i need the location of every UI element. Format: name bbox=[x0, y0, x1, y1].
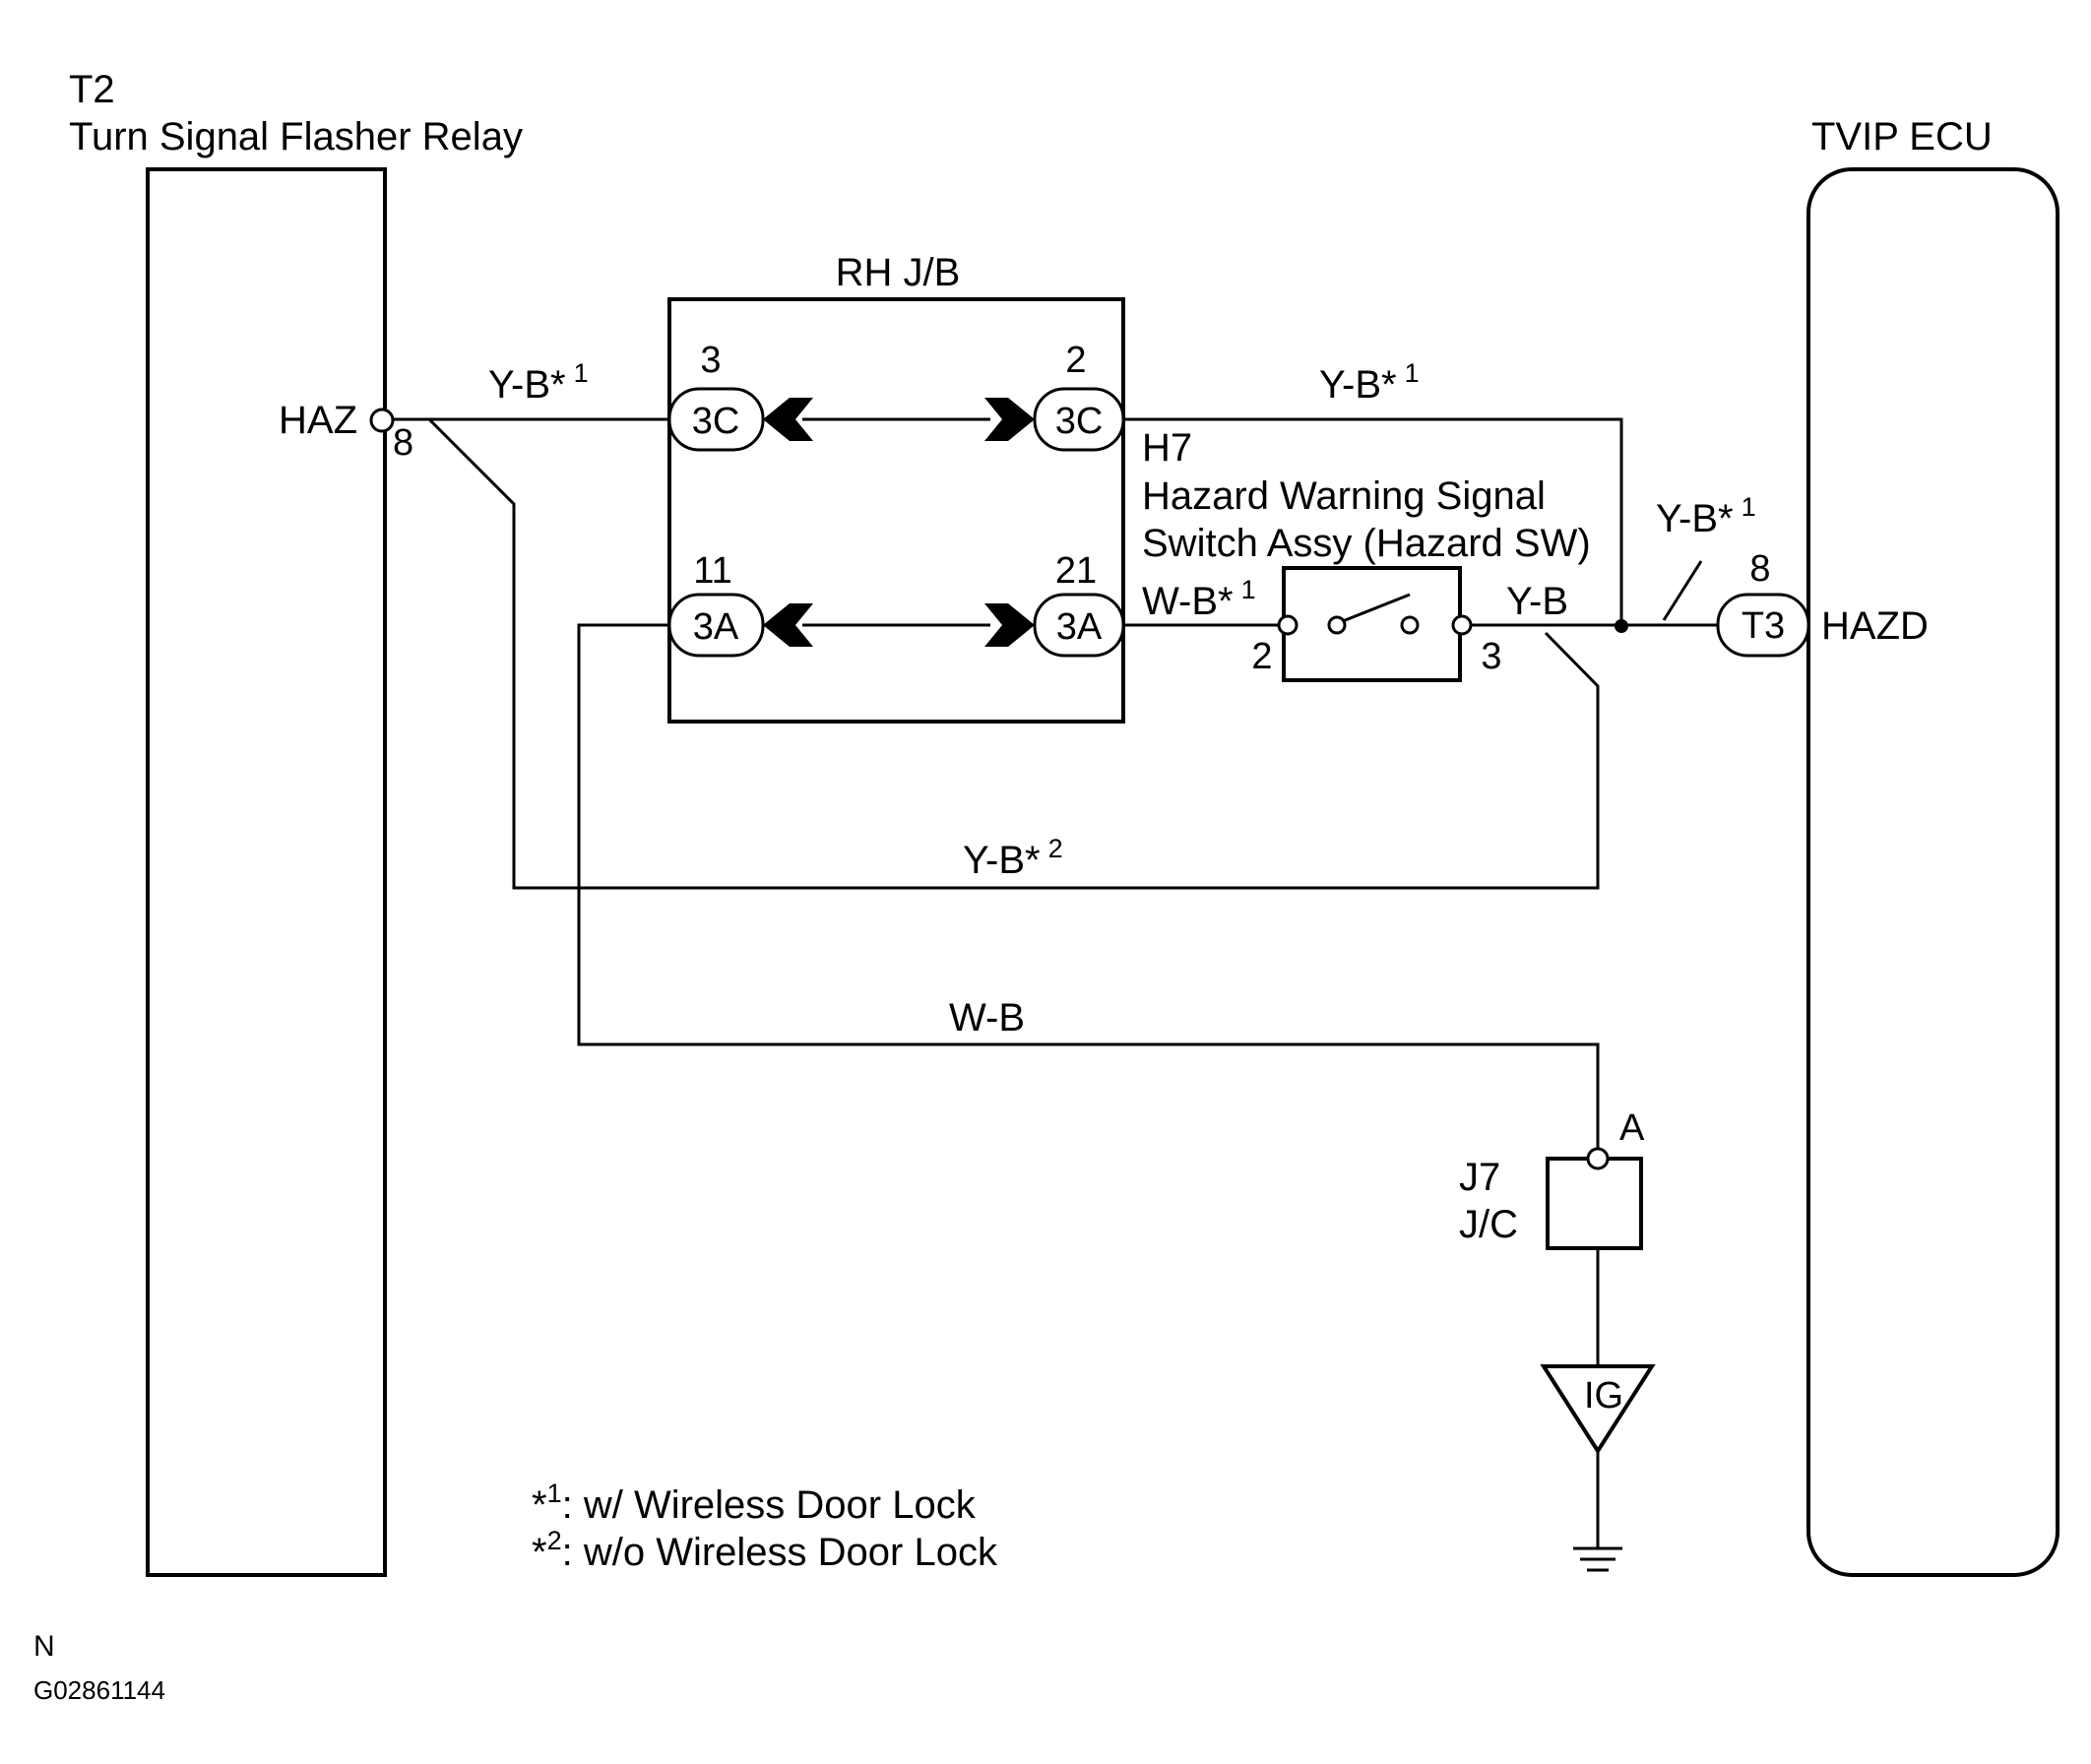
switch-name-line1: Hazard Warning Signal bbox=[1142, 474, 1546, 518]
hazard-switch-body bbox=[1282, 566, 1462, 682]
jb-3c-right-pin: 2 bbox=[1065, 340, 1086, 381]
wire-bypass bbox=[427, 417, 1600, 890]
jb-3c-right-id: 3C bbox=[1055, 401, 1104, 442]
haz-pin: 8 bbox=[393, 422, 413, 464]
jb-3a-right-pin: 21 bbox=[1055, 550, 1097, 592]
junction-connector-body bbox=[1546, 1157, 1643, 1250]
wire-color-branch: Y-B*1 bbox=[1656, 492, 1756, 540]
switch-lever bbox=[1342, 593, 1411, 623]
wire-color-jb-ecu: Y-B*1 bbox=[1319, 358, 1420, 407]
haz-label: HAZ bbox=[279, 399, 357, 442]
note-1: *1: w/ Wireless Door Lock bbox=[532, 1479, 977, 1527]
wire-color-jb-switch: W-B*1 bbox=[1142, 575, 1256, 623]
chevron-right-3a bbox=[984, 603, 1035, 647]
jb-3a-right-id: 3A bbox=[1056, 606, 1103, 648]
switch-pin3-terminal bbox=[1451, 614, 1473, 636]
haz-terminal bbox=[369, 408, 395, 433]
flasher-relay-body bbox=[146, 167, 387, 1577]
ground-label: IG bbox=[1584, 1375, 1623, 1417]
relay-code: T2 bbox=[69, 68, 115, 111]
footer-letter: N bbox=[33, 1630, 55, 1663]
switch-contact-right bbox=[1400, 615, 1420, 635]
chevron-left-3c bbox=[763, 398, 813, 441]
jb-3c-left-id: 3C bbox=[692, 401, 740, 442]
jc-pin: A bbox=[1619, 1107, 1645, 1149]
switch-code: H7 bbox=[1142, 426, 1192, 470]
junction-block-body bbox=[667, 297, 1125, 724]
wire-color-relay-jb: Y-B*1 bbox=[488, 358, 589, 407]
ecu-connector-id: T3 bbox=[1742, 605, 1785, 647]
ecu-pin: 8 bbox=[1749, 548, 1770, 590]
wire-color-ground-feed: W-B bbox=[949, 996, 1025, 1040]
jb-name: RH J/B bbox=[836, 251, 961, 294]
chevron-right-3c bbox=[984, 398, 1035, 441]
switch-pin2-terminal bbox=[1277, 614, 1299, 636]
wire-jb-to-splice bbox=[1123, 417, 1623, 626]
tvip-ecu-body bbox=[1806, 167, 2059, 1577]
wire-color-switch-out: Y-B bbox=[1506, 580, 1568, 623]
ecu-t3-connector bbox=[1716, 593, 1810, 658]
switch-contact-left bbox=[1327, 615, 1347, 635]
jb-3a-left-id: 3A bbox=[693, 606, 739, 648]
figure-id: G02861144 bbox=[33, 1675, 165, 1705]
jc-pin-a-terminal bbox=[1586, 1147, 1610, 1170]
switch-name-line2: Switch Assy (Hazard SW) bbox=[1142, 522, 1591, 565]
splice-point bbox=[1615, 619, 1628, 633]
relay-name: Turn Signal Flasher Relay bbox=[69, 115, 523, 158]
hazd-label: HAZD bbox=[1821, 604, 1929, 648]
switch-pin-in: 2 bbox=[1251, 636, 1272, 677]
wire-ground-feed bbox=[577, 623, 1600, 1153]
jb-3c-left-pin: 3 bbox=[700, 340, 721, 381]
chevron-left-3a bbox=[763, 603, 813, 647]
wire-color-bypass: Y-B*2 bbox=[963, 834, 1063, 882]
switch-pin-out: 3 bbox=[1481, 636, 1501, 677]
jc-name: J/C bbox=[1459, 1203, 1518, 1246]
ig-triangle bbox=[1540, 1364, 1656, 1455]
jb-3a-left-pin: 11 bbox=[693, 550, 731, 592]
jc-code: J7 bbox=[1459, 1156, 1500, 1199]
ecu-name: TVIP ECU bbox=[1811, 115, 1993, 158]
note-2: *2: w/o Wireless Door Lock bbox=[532, 1526, 998, 1574]
wire-branch-mark bbox=[1662, 560, 1703, 621]
